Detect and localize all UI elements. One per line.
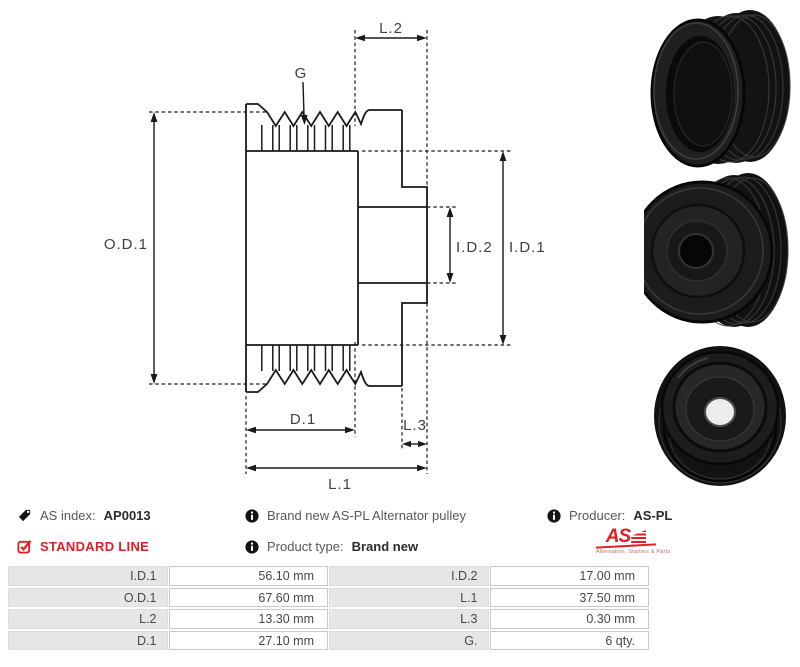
label-l1: L.1 — [328, 476, 352, 493]
spec-label: I.D.1 — [8, 566, 168, 586]
producer-item: Producer: AS-PL — [547, 508, 672, 523]
tag-icon — [18, 509, 31, 522]
spec-value: 13.30 mm — [168, 609, 328, 629]
label-l3: L.3 — [403, 417, 427, 434]
spec-label: I.D.2 — [329, 566, 489, 586]
label-id1: I.D.1 — [509, 239, 546, 256]
producer-label: Producer: — [569, 508, 626, 523]
as-pl-logo-text: AS — [605, 526, 631, 547]
pulley-photo-front — [644, 173, 789, 327]
spec-value: 56.10 mm — [168, 566, 328, 586]
as-pl-logo-tagline: Alternators, Starters & Parts — [596, 549, 671, 555]
spec-label: O.D.1 — [8, 587, 168, 607]
as-pl-logo-flag-icon — [631, 530, 647, 545]
label-od1: O.D.1 — [104, 236, 148, 253]
spec-value: 17.00 mm — [489, 566, 649, 586]
checkbox-check-icon — [17, 540, 32, 554]
spec-value: 6 qty. — [489, 630, 649, 650]
table-row: L.2 13.30 mm L.3 0.30 mm — [8, 609, 650, 629]
table-row: O.D.1 67.60 mm L.1 37.50 mm — [8, 587, 650, 607]
description-item: Brand new AS-PL Alternator pulley — [245, 508, 466, 523]
spec-label: D.1 — [8, 630, 168, 650]
info-icon — [245, 539, 259, 554]
info-icon — [245, 508, 259, 523]
spec-label: L.3 — [329, 609, 489, 629]
pulley-dimension-diagram: G L.2 O.D.1 I.D.2 I.D.1 D.1 L.3 L.1 — [104, 20, 546, 493]
spec-value: 0.30 mm — [489, 609, 649, 629]
spec-value: 37.50 mm — [489, 587, 649, 607]
as-index-label: AS index: — [40, 508, 96, 523]
label-id2: I.D.2 — [456, 239, 493, 256]
pulley-photo-angled-front — [650, 10, 791, 168]
specifications-table: I.D.1 56.10 mm I.D.2 17.00 mm O.D.1 67.6… — [8, 566, 650, 652]
dimension-arrows — [150, 34, 507, 472]
spec-label: L.2 — [8, 609, 168, 629]
producer-value: AS-PL — [633, 508, 673, 523]
table-row: I.D.1 56.10 mm I.D.2 17.00 mm — [8, 566, 650, 586]
standard-line-label: STANDARD LINE — [40, 539, 150, 554]
pulley-outline — [245, 103, 428, 393]
spec-label: L.1 — [329, 587, 489, 607]
dimension-extension-lines — [149, 30, 512, 474]
info-icon — [547, 508, 561, 523]
spec-value: 27.10 mm — [168, 630, 328, 650]
standard-line-item: STANDARD LINE — [17, 539, 149, 554]
product-type-item: Product type: Brand new — [245, 539, 418, 554]
as-pl-logo: AS Alternators, Starters & Parts — [595, 526, 671, 555]
label-d1: D.1 — [290, 411, 316, 428]
as-index-item: AS index: AP0013 — [17, 508, 151, 523]
product-description: Brand new AS-PL Alternator pulley — [267, 508, 466, 523]
product-type-value: Brand new — [351, 539, 419, 554]
product-type-label: Product type: — [267, 539, 344, 554]
spec-label: G. — [329, 630, 489, 650]
pulley-photo-back — [654, 346, 786, 486]
table-row: D.1 27.10 mm G. 6 qty. — [8, 630, 650, 650]
label-l2: L.2 — [379, 20, 403, 37]
as-index-value: AP0013 — [103, 508, 151, 523]
label-groove-count: G — [295, 65, 308, 82]
spec-value: 67.60 mm — [168, 587, 328, 607]
